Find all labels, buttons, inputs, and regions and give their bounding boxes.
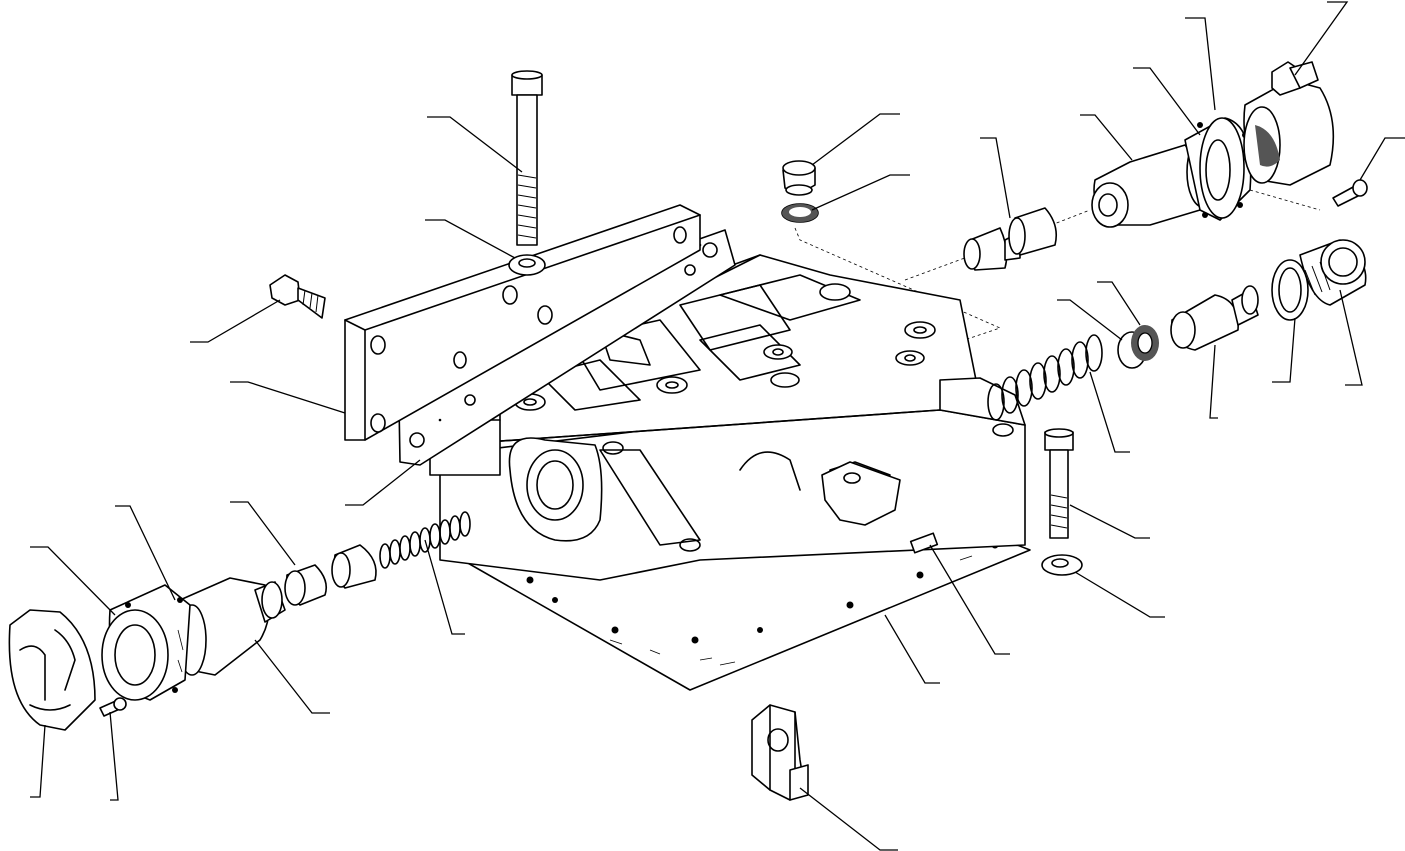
cover-plate xyxy=(344,204,701,441)
piston-right xyxy=(1170,285,1259,351)
compression-spring-right xyxy=(987,334,1103,421)
plug-seal-washer xyxy=(781,203,819,223)
bracket-clip xyxy=(751,704,809,801)
piston-left xyxy=(284,544,377,606)
small-screw-left xyxy=(99,697,127,717)
seal-ring xyxy=(1271,259,1309,321)
solenoid-valve-right xyxy=(1091,117,1252,228)
plug xyxy=(782,160,816,196)
flange-left xyxy=(101,584,191,701)
washer-lower-right xyxy=(1041,554,1083,576)
hydraulic-control-valve-housing xyxy=(429,254,1026,581)
flat-washer xyxy=(508,254,546,276)
end-cap-right xyxy=(1299,239,1367,306)
solenoid-valve-left xyxy=(176,577,286,676)
locating-plate xyxy=(821,461,939,554)
spring-seat-ring xyxy=(1117,325,1159,369)
short-bolt xyxy=(269,274,326,319)
long-bolt xyxy=(511,70,543,246)
compression-spring-left xyxy=(379,511,471,569)
solenoid-coil-left xyxy=(8,609,96,731)
bolt-lower-right xyxy=(1044,428,1074,539)
small-screw-right xyxy=(1332,179,1368,207)
solenoid-coil-right xyxy=(1243,61,1335,186)
leader-lines xyxy=(30,1,1405,851)
valve-spool-right xyxy=(963,207,1058,271)
